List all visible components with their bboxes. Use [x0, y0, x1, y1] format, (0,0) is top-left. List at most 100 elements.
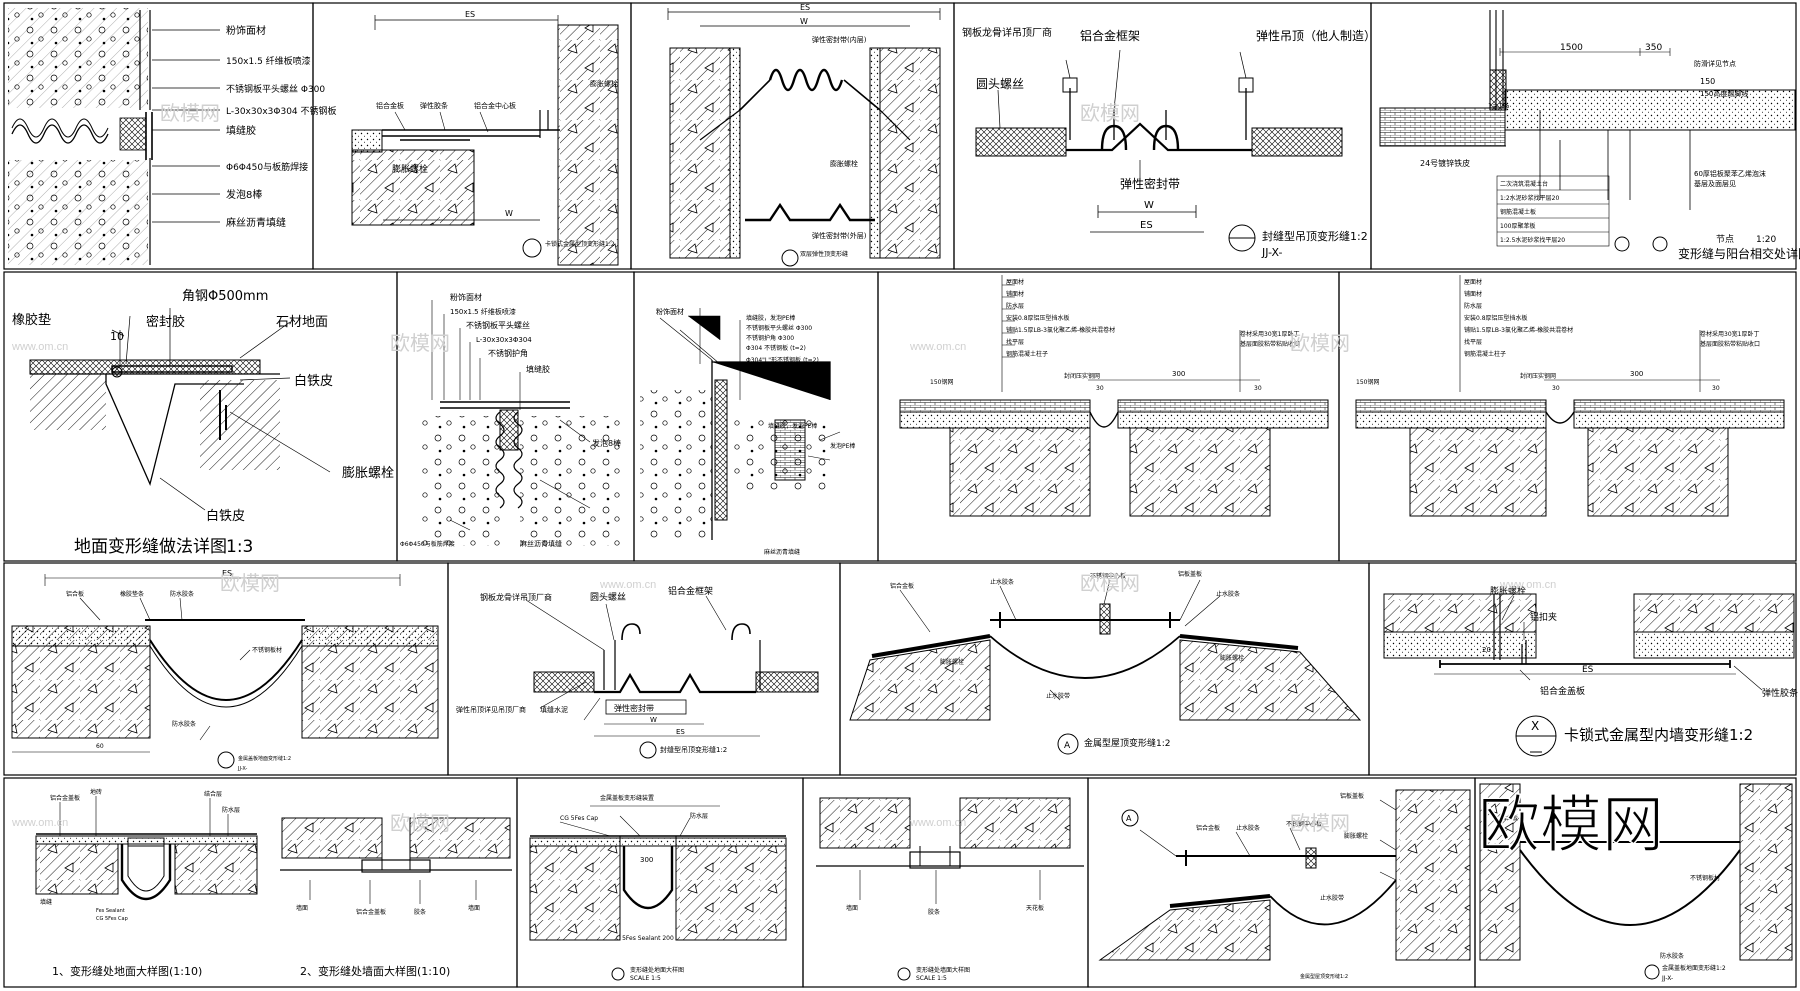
p10-label: 150钢网: [1356, 378, 1379, 386]
p3-dim-es: ES: [800, 3, 810, 12]
p2-dim-es: ES: [465, 10, 475, 19]
p6-scale: 1:3: [226, 537, 253, 557]
p20-label: 不锈钢板材: [1690, 874, 1720, 882]
p4-label: 钢板龙骨详吊顶厂商: [962, 26, 1052, 39]
watermark: 欧模网: [1290, 812, 1350, 835]
p2-label: 弹性胶条: [420, 101, 448, 110]
p18-label: 墙面: [846, 904, 858, 912]
p12-label: 铝合金框架: [668, 585, 713, 597]
p15-label: 填缝: [40, 898, 52, 906]
panel-ceiling-joint-2: ES W 铝合金板 弹性胶条 铝合金中心板 膨胀螺栓 膨胀螺栓 卡锁式金属型顶变…: [351, 10, 619, 266]
p10-label: 封闭压实钢网: [1520, 372, 1556, 380]
p12-label: 弹性密封带: [614, 703, 654, 713]
p6-dim: 10: [110, 330, 124, 343]
p5-label: 基层及面层见: [1694, 179, 1736, 188]
p13-label: 不锈钢中心板: [1090, 572, 1126, 580]
p5-node: 节点: [1716, 234, 1734, 245]
p4-label: 圆头螺丝: [976, 77, 1024, 91]
panel-floor-detail-17: 金属盖板变形缝装置 CG 5Fes Cap 防水层 C 5Fes Sealant…: [529, 794, 787, 982]
p11-label: 防水胶条: [172, 720, 196, 728]
p11-dim-es: ES: [222, 569, 232, 578]
p12-label: 弹性吊顶详见吊顶厂商: [456, 705, 526, 714]
p9-label: 钢筋混凝土柱子: [1006, 350, 1048, 358]
p6-label: 橡胶垫: [12, 312, 51, 328]
p3-label: 膨胀螺栓: [830, 159, 858, 168]
p6-title: 地面变形缝做法详图: [74, 537, 227, 557]
p19-label: 膨胀螺栓: [1344, 832, 1368, 840]
p4-label: 铝合金框架: [1080, 28, 1140, 43]
p13-label: 止水胶带: [1046, 692, 1070, 700]
p16-label: 铝合金盖板: [356, 908, 386, 916]
p18-label: 胶条: [928, 908, 940, 916]
p13-label: 止水胶条: [990, 578, 1014, 586]
p10-label: 安装0.8厚铝压型挡水板: [1464, 314, 1528, 322]
panel-ceiling-joint-4: 钢板龙骨详吊顶厂商 铝合金框架 弹性吊顶（他人制造） 圆头螺丝 弹性密封带 W …: [962, 26, 1376, 259]
p6-label: 白铁皮: [294, 373, 333, 389]
p5-label: 二次浇筑混凝土台: [1500, 180, 1548, 188]
p19-label: 止水胶带: [1320, 894, 1344, 902]
p17-label: CG 5Fes Cap: [560, 815, 598, 822]
p1-label: 发泡8棒: [226, 188, 262, 201]
p2-label: 膨胀螺栓: [392, 163, 428, 175]
p19-label: 铝板盖板: [1340, 792, 1364, 800]
watermark: 欧模网: [390, 812, 450, 835]
p1-label: 150x1.5 纤维板喷漆: [226, 55, 311, 67]
p5-label: 24号镀锌铁皮: [1420, 158, 1470, 168]
p5-label: 钢筋混凝土板: [1500, 208, 1536, 216]
p4-title: 封缝型吊顶变形缝1:2: [1262, 229, 1368, 243]
p7-label: 填缝胶: [526, 364, 550, 374]
p14-label: 铝合金盖板: [1540, 685, 1585, 697]
p18-label: 天花板: [1026, 904, 1044, 912]
p8-label: 填缝胶，发泡PE棒: [746, 314, 795, 322]
watermark-url: www.om.cn: [909, 341, 966, 353]
p13-label: 膨胀螺栓: [940, 658, 964, 666]
p15-title: 1、变形缝处地面大样图(1:10): [52, 964, 202, 978]
panel-floor-joint-20: 不锈钢板材 防水胶条 铝合板 金属盖板地面变形缝1:2 JJ-X- 欧模网: [1477, 783, 1793, 982]
p14-dim: 20: [1482, 646, 1491, 654]
p12-dim-w: W: [650, 716, 657, 724]
p9-label: 屋面材: [1006, 278, 1024, 286]
p6-label: 石材地面: [276, 315, 328, 330]
p17-label: 金属盖板变形缝装置: [600, 794, 654, 802]
p11-label: 橡胶垫条: [120, 590, 144, 598]
watermark-url: www.om.cn: [11, 341, 68, 353]
p12-dim-es: ES: [676, 728, 685, 736]
p10-dim: 30: [1712, 385, 1720, 392]
p20-sym: JJ-X-: [1661, 975, 1673, 982]
p8-label: 发泡PE棒: [830, 442, 855, 450]
p5-dim: 1=1%: [1488, 102, 1510, 110]
p8-label: 不锈钢板平头螺丝 Φ300: [746, 324, 812, 332]
p14-label: 膨胀螺栓: [1490, 585, 1526, 597]
p5-label: 100厚聚苯板: [1500, 222, 1535, 230]
p11-title: 金属盖板地面变形缝1:2: [238, 755, 291, 762]
p7-label: 发泡8棒: [592, 438, 621, 448]
p20-title: 金属盖板地面变形缝1:2: [1662, 964, 1726, 972]
p4-sym: JJ-X-: [1261, 246, 1283, 259]
p11-dim-w: 60: [96, 743, 104, 750]
p17-dim: 300: [640, 856, 653, 864]
panel-roof-joint-9: 屋面材 铺面材 防水层 安装0.8厚铝压型挡水板 铺贴1.5厚LB-3氯化聚乙烯…: [899, 275, 1329, 517]
p19-sym: A: [1126, 814, 1132, 823]
p9-dim: 300: [1172, 370, 1185, 378]
p13-label: 膨胀螺栓: [1220, 654, 1244, 662]
watermark: 欧模网: [390, 332, 450, 355]
p17-scale: SCALE 1:5: [630, 975, 661, 982]
p3-title: 双层弹性顶变形缝: [800, 250, 848, 258]
p1-label: 不锈钢板平头螺丝 Φ300: [226, 83, 325, 95]
p10-label: 卷材采用30宽1厚卧丁: [1700, 330, 1759, 338]
p5-label: 60厚铝板聚苯乙烯泡沫: [1694, 169, 1766, 178]
p5-dim: 1500: [1560, 43, 1583, 53]
p15-label: 防水层: [222, 806, 240, 814]
p8-label: 不锈钢护角 Φ300: [746, 334, 794, 342]
watermark-url: www.om.cn: [11, 817, 68, 829]
p15-label: 铝合金盖板: [50, 794, 80, 802]
p16-title: 2、变形缝处墙面大样图(1:10): [300, 964, 450, 978]
p13-label: 铝板盖板: [1178, 570, 1202, 578]
p13-label: 铝合金板: [890, 582, 914, 590]
p5-label: 1:2.5水泥砂浆找平层20: [1500, 236, 1565, 244]
watermark-url: www.om.cn: [909, 817, 966, 829]
panel-balcony-junction-5: 1500 350 1=1% 150 防滑详见节点 150高度踢脚线 24号镀锌铁…: [1379, 10, 1800, 261]
panel-roof-joint-10: 屋面材 铺面材 防水层 安装0.8厚铝压型挡水板 铺贴1.5厚LB-3氯化聚乙烯…: [1355, 275, 1785, 517]
p5-title: 变形缝与阳台相交处详图: [1678, 246, 1800, 261]
panel-wall-joint-1: 粉饰面材 150x1.5 纤维板喷漆 不锈钢板平头螺丝 Φ300 L-30x30…: [8, 8, 337, 265]
